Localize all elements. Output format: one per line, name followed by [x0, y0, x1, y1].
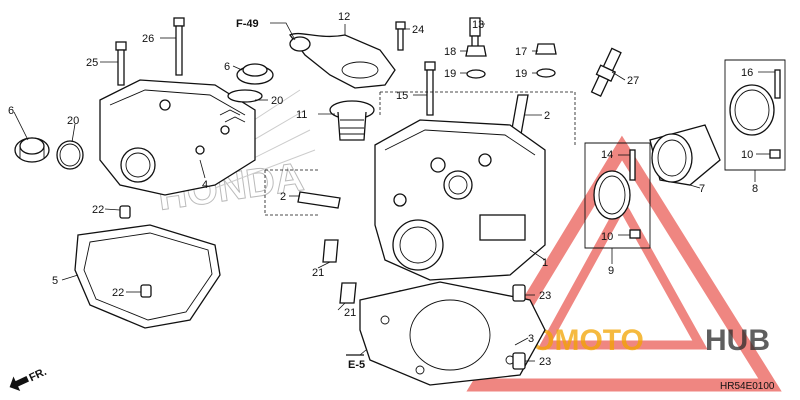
o-ring-upper — [227, 89, 263, 103]
callout-7: 7 — [699, 183, 705, 195]
clamp-box-8 — [724, 59, 786, 171]
callout-6-upper: 6 — [224, 61, 230, 73]
watermark-triangle — [466, 135, 782, 392]
callout-13: 13 — [472, 19, 484, 31]
callout-24: 24 — [412, 24, 424, 36]
callout-21-lower: 21 — [344, 307, 356, 319]
front-arrow: FR. — [9, 366, 49, 392]
oil-filler-cap — [14, 137, 50, 163]
callout-26: 26 — [142, 33, 154, 45]
nut-17 — [535, 43, 557, 55]
callout-21-upper: 21 — [312, 267, 324, 279]
watermark: AUTOMOTO HUB — [466, 135, 782, 392]
dowel-pin-left — [297, 191, 341, 209]
watermark-text-part2: HUB — [705, 324, 770, 357]
bolt-26 — [173, 17, 185, 76]
washer-19-left — [466, 69, 486, 79]
callout-19-right: 19 — [515, 68, 527, 80]
spark-plug — [590, 47, 622, 98]
callout-11: 11 — [296, 109, 307, 121]
callout-15: 15 — [396, 90, 408, 102]
washer-19-right — [536, 68, 556, 78]
callout-1: 1 — [542, 257, 548, 269]
dowel-23-upper — [512, 284, 526, 302]
callout-19-left: 19 — [444, 68, 456, 80]
stud-21-lower — [339, 282, 357, 304]
cylinder-head-cover — [99, 79, 256, 196]
callout-16: 16 — [741, 67, 753, 79]
callout-17: 17 — [515, 46, 527, 58]
o-ring-left — [56, 140, 84, 170]
nut-18 — [465, 45, 487, 57]
bolt-24 — [395, 21, 406, 51]
callout-20-upper: 20 — [271, 95, 283, 107]
stud-21-upper — [322, 239, 339, 263]
callout-27: 27 — [627, 75, 639, 87]
dowel-boundary — [264, 169, 320, 216]
callout-3: 3 — [528, 333, 534, 345]
head-gasket — [359, 281, 546, 386]
head-cover-gasket — [74, 224, 221, 329]
intake-insulator — [649, 124, 721, 186]
callout-8: 8 — [752, 183, 758, 195]
callout-22-upper: 22 — [92, 204, 104, 216]
callout-14: 14 — [601, 149, 613, 161]
callout-labels: 1 2 2 3 4 5 6 6 7 8 9 10 10 11 12 13 14 … — [8, 11, 758, 368]
callout-2-left: 2 — [280, 191, 286, 203]
callout-9: 9 — [608, 265, 614, 277]
thermostat-cover — [289, 32, 396, 89]
diagram-code: HR54E0100 — [720, 381, 775, 392]
callout-10-box8: 10 — [741, 149, 753, 161]
front-arrow-icon — [9, 376, 29, 392]
callout-20-left: 20 — [67, 115, 79, 127]
callout-23-lower: 23 — [539, 356, 551, 368]
assembly-boundary — [379, 91, 576, 145]
reference-e5: E-5 — [348, 359, 365, 371]
filler-cap-upper — [236, 63, 274, 85]
dowel-22-upper — [119, 205, 131, 219]
callout-12: 12 — [338, 11, 350, 23]
dowel-22-lower — [140, 284, 152, 298]
clamp-box-9 — [584, 142, 651, 249]
leader-lines — [13, 22, 775, 362]
callout-18: 18 — [444, 46, 456, 58]
callout-25: 25 — [86, 57, 98, 69]
callout-22-lower: 22 — [112, 287, 124, 299]
callout-10-box9: 10 — [601, 231, 613, 243]
thermostat — [329, 100, 375, 141]
cylinder-head — [374, 119, 546, 299]
callout-4: 4 — [202, 179, 208, 191]
callout-6-left: 6 — [8, 105, 14, 117]
dowel-23-lower — [512, 352, 526, 370]
bolt-25 — [115, 41, 127, 86]
bolt-15 — [424, 61, 436, 116]
callout-5: 5 — [52, 275, 58, 287]
callout-23-upper: 23 — [539, 290, 551, 302]
front-label: FR. — [27, 366, 48, 384]
reference-f49: F-49 — [236, 18, 259, 30]
callout-2-upper: 2 — [544, 110, 550, 122]
